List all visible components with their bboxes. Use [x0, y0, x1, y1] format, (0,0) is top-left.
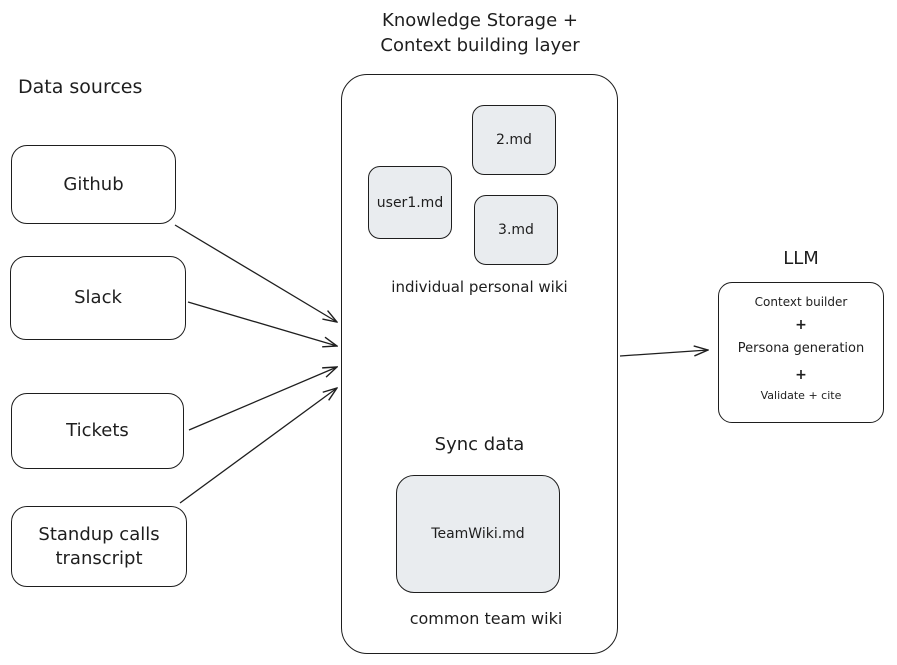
source-tickets-box: Tickets — [11, 393, 184, 469]
source-tickets-label: Tickets — [66, 420, 129, 441]
source-standup-label-line1: Standup calls — [38, 523, 160, 545]
llm-line-validate-cite: Validate + cite — [760, 389, 842, 402]
file-2-label: 2.md — [496, 132, 532, 148]
source-standup-label-line2: transcript — [55, 547, 143, 569]
storage-layer-title: Knowledge Storage + Context building lay… — [340, 8, 620, 58]
file-user1: user1.md — [368, 166, 452, 239]
llm-line-persona-generation: Persona generation — [737, 341, 865, 356]
data-sources-title: Data sources — [18, 76, 143, 98]
arrow-standup-to-storage — [179, 388, 337, 504]
file-teamwiki-label: TeamWiki.md — [431, 526, 525, 542]
file-3-label: 3.md — [498, 222, 534, 238]
storage-title-line2: Context building layer — [380, 35, 580, 56]
llm-title: LLM — [783, 248, 819, 269]
llm-box: Context builder + Persona generation + V… — [718, 282, 884, 423]
file-user1-label: user1.md — [376, 194, 444, 211]
llm-line-plus-1: + — [795, 317, 807, 333]
arrow-github-to-storage — [174, 224, 337, 322]
llm-line-context-builder: Context builder — [754, 295, 848, 309]
source-slack-box: Slack — [10, 256, 186, 340]
arrow-tickets-to-storage — [188, 367, 337, 431]
llm-line-plus-2: + — [795, 367, 807, 383]
storage-title-line1: Knowledge Storage + — [382, 10, 578, 31]
arrow-storage-to-llm — [619, 350, 708, 357]
source-github-label: Github — [63, 173, 124, 195]
file-teamwiki: TeamWiki.md — [396, 475, 560, 593]
source-github-box: Github — [11, 145, 176, 224]
arrow-slack-to-storage — [187, 301, 337, 346]
personal-wiki-label: individual personal wiki — [391, 278, 568, 296]
team-wiki-label: common team wiki — [409, 609, 563, 628]
file-2: 2.md — [472, 105, 556, 175]
source-slack-label: Slack — [74, 287, 122, 308]
source-standup-box: Standup calls transcript — [11, 506, 187, 587]
file-3: 3.md — [474, 195, 558, 265]
sync-data-label: Sync data — [434, 434, 525, 455]
